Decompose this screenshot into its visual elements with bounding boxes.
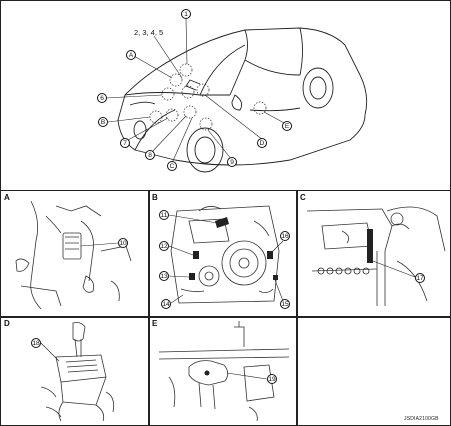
callout-14: 14 [161,299,171,309]
letter-b: B [98,117,108,127]
letter-d: D [257,138,267,148]
panel-c-drawing [306,206,446,306]
panel-c-label: C [300,193,306,202]
callout-9: 9 [227,157,237,167]
callout-19: 19 [267,374,277,384]
callout-8: 8 [145,150,155,160]
callout-11: 11 [159,210,169,220]
panel-a: A 10 [0,190,150,318]
callout-13: 13 [159,271,169,281]
panel-empty [296,316,451,426]
callout-17: 17 [415,273,425,283]
panel-b-drawing [168,205,284,304]
figure-code: JSDIA2100GB [404,416,439,422]
panel-d: D 18 [0,316,150,426]
panel-d-drawing [40,322,115,422]
callout-1: 1 [181,9,191,19]
panel-a-label: A [4,193,10,202]
panel-a-drawing [15,200,132,310]
callout-15: 15 [280,299,290,309]
vehicle-overview: 1 2, 3, 4, 5 A 6 B 7 8 C 9 D E [0,0,451,190]
panel-e-drawing [158,321,290,422]
panel-e-label: E [152,319,158,328]
letter-c: C [167,161,177,171]
panel-b-label: B [152,193,158,202]
letter-e: E [282,121,292,131]
letter-a: A [126,50,136,60]
panel-c: C 17 [296,190,451,318]
callout-16: 16 [280,231,290,241]
callout-10: 10 [118,238,128,248]
panel-d-label: D [4,319,10,328]
callout-6: 6 [97,93,107,103]
panel-b: B 11 1 [148,190,298,318]
panel-e: E 19 [148,316,298,426]
callout-group-2-5: 2, 3, 4, 5 [134,28,164,37]
callout-18: 18 [31,338,41,348]
callout-7: 7 [120,138,130,148]
callout-12: 12 [159,241,169,251]
vehicle-outline-drawing [105,18,368,173]
